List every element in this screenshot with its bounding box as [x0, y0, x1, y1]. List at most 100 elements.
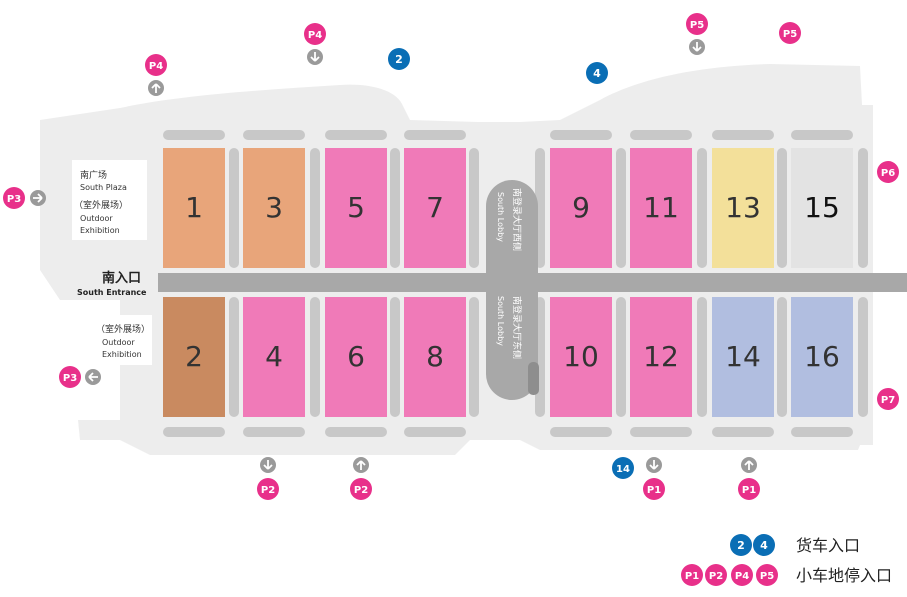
lobby-west-en: South Lobby [496, 192, 505, 242]
outdoor-north-zh: （室外展场） [74, 199, 128, 211]
hall-11[interactable]: 11 [630, 148, 692, 268]
hall-14[interactable]: 14 [712, 297, 774, 417]
vertical-capsules [229, 148, 868, 417]
hall-2[interactable]: 2 [163, 297, 225, 417]
parking-entrance-badge: P2 [257, 478, 279, 500]
parking-entrance-badge: P5 [779, 22, 801, 44]
parking-entrance-badge: P4 [145, 54, 167, 76]
hall-1[interactable]: 1 [163, 148, 225, 268]
strip [712, 130, 774, 140]
hall-block [712, 297, 774, 417]
outdoor-south-zh: （室外展场） [96, 323, 150, 335]
hall-number: 2 [185, 340, 203, 373]
badge-text: P6 [881, 168, 895, 179]
hall-3[interactable]: 3 [243, 148, 305, 268]
top-strips [163, 130, 853, 437]
south-plaza-area [72, 160, 147, 240]
entrance-arrows [30, 39, 757, 473]
strip [404, 427, 466, 437]
hall-block [404, 297, 466, 417]
arrow-down-icon [307, 49, 323, 65]
capsule [390, 297, 400, 417]
hall-block [630, 148, 692, 268]
badge-text: P2 [709, 571, 723, 582]
hall-9[interactable]: 9 [550, 148, 612, 268]
badge-text: P4 [149, 61, 163, 72]
strip [243, 130, 305, 140]
hall-number: 11 [643, 191, 679, 224]
badge-text: P2 [261, 485, 275, 496]
truck-entrance-badge: 4 [586, 62, 608, 84]
strip [325, 130, 387, 140]
hall-block [712, 148, 774, 268]
hall-block [404, 148, 466, 268]
strip [630, 427, 692, 437]
capsule [229, 297, 239, 417]
capsule [616, 148, 626, 268]
capsule [469, 148, 479, 268]
badge-text: 4 [760, 539, 768, 552]
strip [550, 130, 612, 140]
strip [550, 427, 612, 437]
outdoor-north-en2: Exhibition [80, 226, 120, 235]
legend-parking-text: 小车地停入口 [796, 566, 892, 585]
arrow-down-icon [689, 39, 705, 55]
hall-number: 8 [426, 340, 444, 373]
hall-10[interactable]: 10 [550, 297, 612, 417]
lobby-east-zh: 南登录大厅东侧 [511, 296, 523, 359]
hall-block [550, 148, 612, 268]
parking-entrance-badge: P3 [3, 187, 25, 209]
hall-number: 16 [804, 340, 840, 373]
arrow-up-icon [148, 80, 164, 96]
hall-block [325, 148, 387, 268]
hall-number: 14 [725, 340, 761, 373]
legend: 2 4 货车入口 P1 P2 P4 P5 小车地停入口 [681, 534, 892, 586]
south-lobby [486, 180, 538, 400]
hall-block [243, 148, 305, 268]
parking-entrance-badge: P4 [304, 23, 326, 45]
badge-text: 2 [395, 53, 403, 66]
strip [791, 130, 853, 140]
capsule [858, 297, 868, 417]
hall-number: 12 [643, 340, 679, 373]
legend-truck-badge: 4 [753, 534, 775, 556]
legend-parking-badge: P4 [731, 564, 753, 586]
outdoor-north-en1: Outdoor [80, 214, 113, 223]
south-entrance-zh: 南入口 [102, 270, 141, 286]
badge-text: P5 [690, 20, 704, 31]
parking-entrance-badge: P6 [877, 161, 899, 183]
badge-text: P5 [783, 29, 797, 40]
capsule [229, 148, 239, 268]
hall-number: 3 [265, 191, 283, 224]
outdoor-south-en2: Exhibition [102, 350, 142, 359]
strip [630, 130, 692, 140]
hall-block [791, 148, 853, 268]
legend-truck-badge: 2 [730, 534, 752, 556]
truck-entrance-badge: 14 [612, 457, 634, 479]
hall-16[interactable]: 16 [791, 297, 853, 417]
capsule [469, 297, 479, 417]
hall-13[interactable]: 13 [712, 148, 774, 268]
hall-7[interactable]: 7 [404, 148, 466, 268]
capsule [390, 148, 400, 268]
hall-6[interactable]: 6 [325, 297, 387, 417]
strip [243, 427, 305, 437]
legend-truck-row: 2 4 货车入口 [730, 534, 860, 556]
strip [163, 427, 225, 437]
hall-8[interactable]: 8 [404, 297, 466, 417]
hall-block [243, 297, 305, 417]
hall-15[interactable]: 15 [791, 148, 853, 268]
hall-5[interactable]: 5 [325, 148, 387, 268]
strip [163, 130, 225, 140]
hall-12[interactable]: 12 [630, 297, 692, 417]
parking-entrance-badge: P1 [643, 478, 665, 500]
hall-number: 9 [572, 191, 590, 224]
hall-4[interactable]: 4 [243, 297, 305, 417]
arrow-up-icon [741, 457, 757, 473]
capsule [697, 148, 707, 268]
badge-text: P4 [735, 571, 749, 582]
badge-text: P4 [308, 30, 322, 41]
arrow-down-icon [646, 457, 662, 473]
truck-entrance-badge: 2 [388, 48, 410, 70]
